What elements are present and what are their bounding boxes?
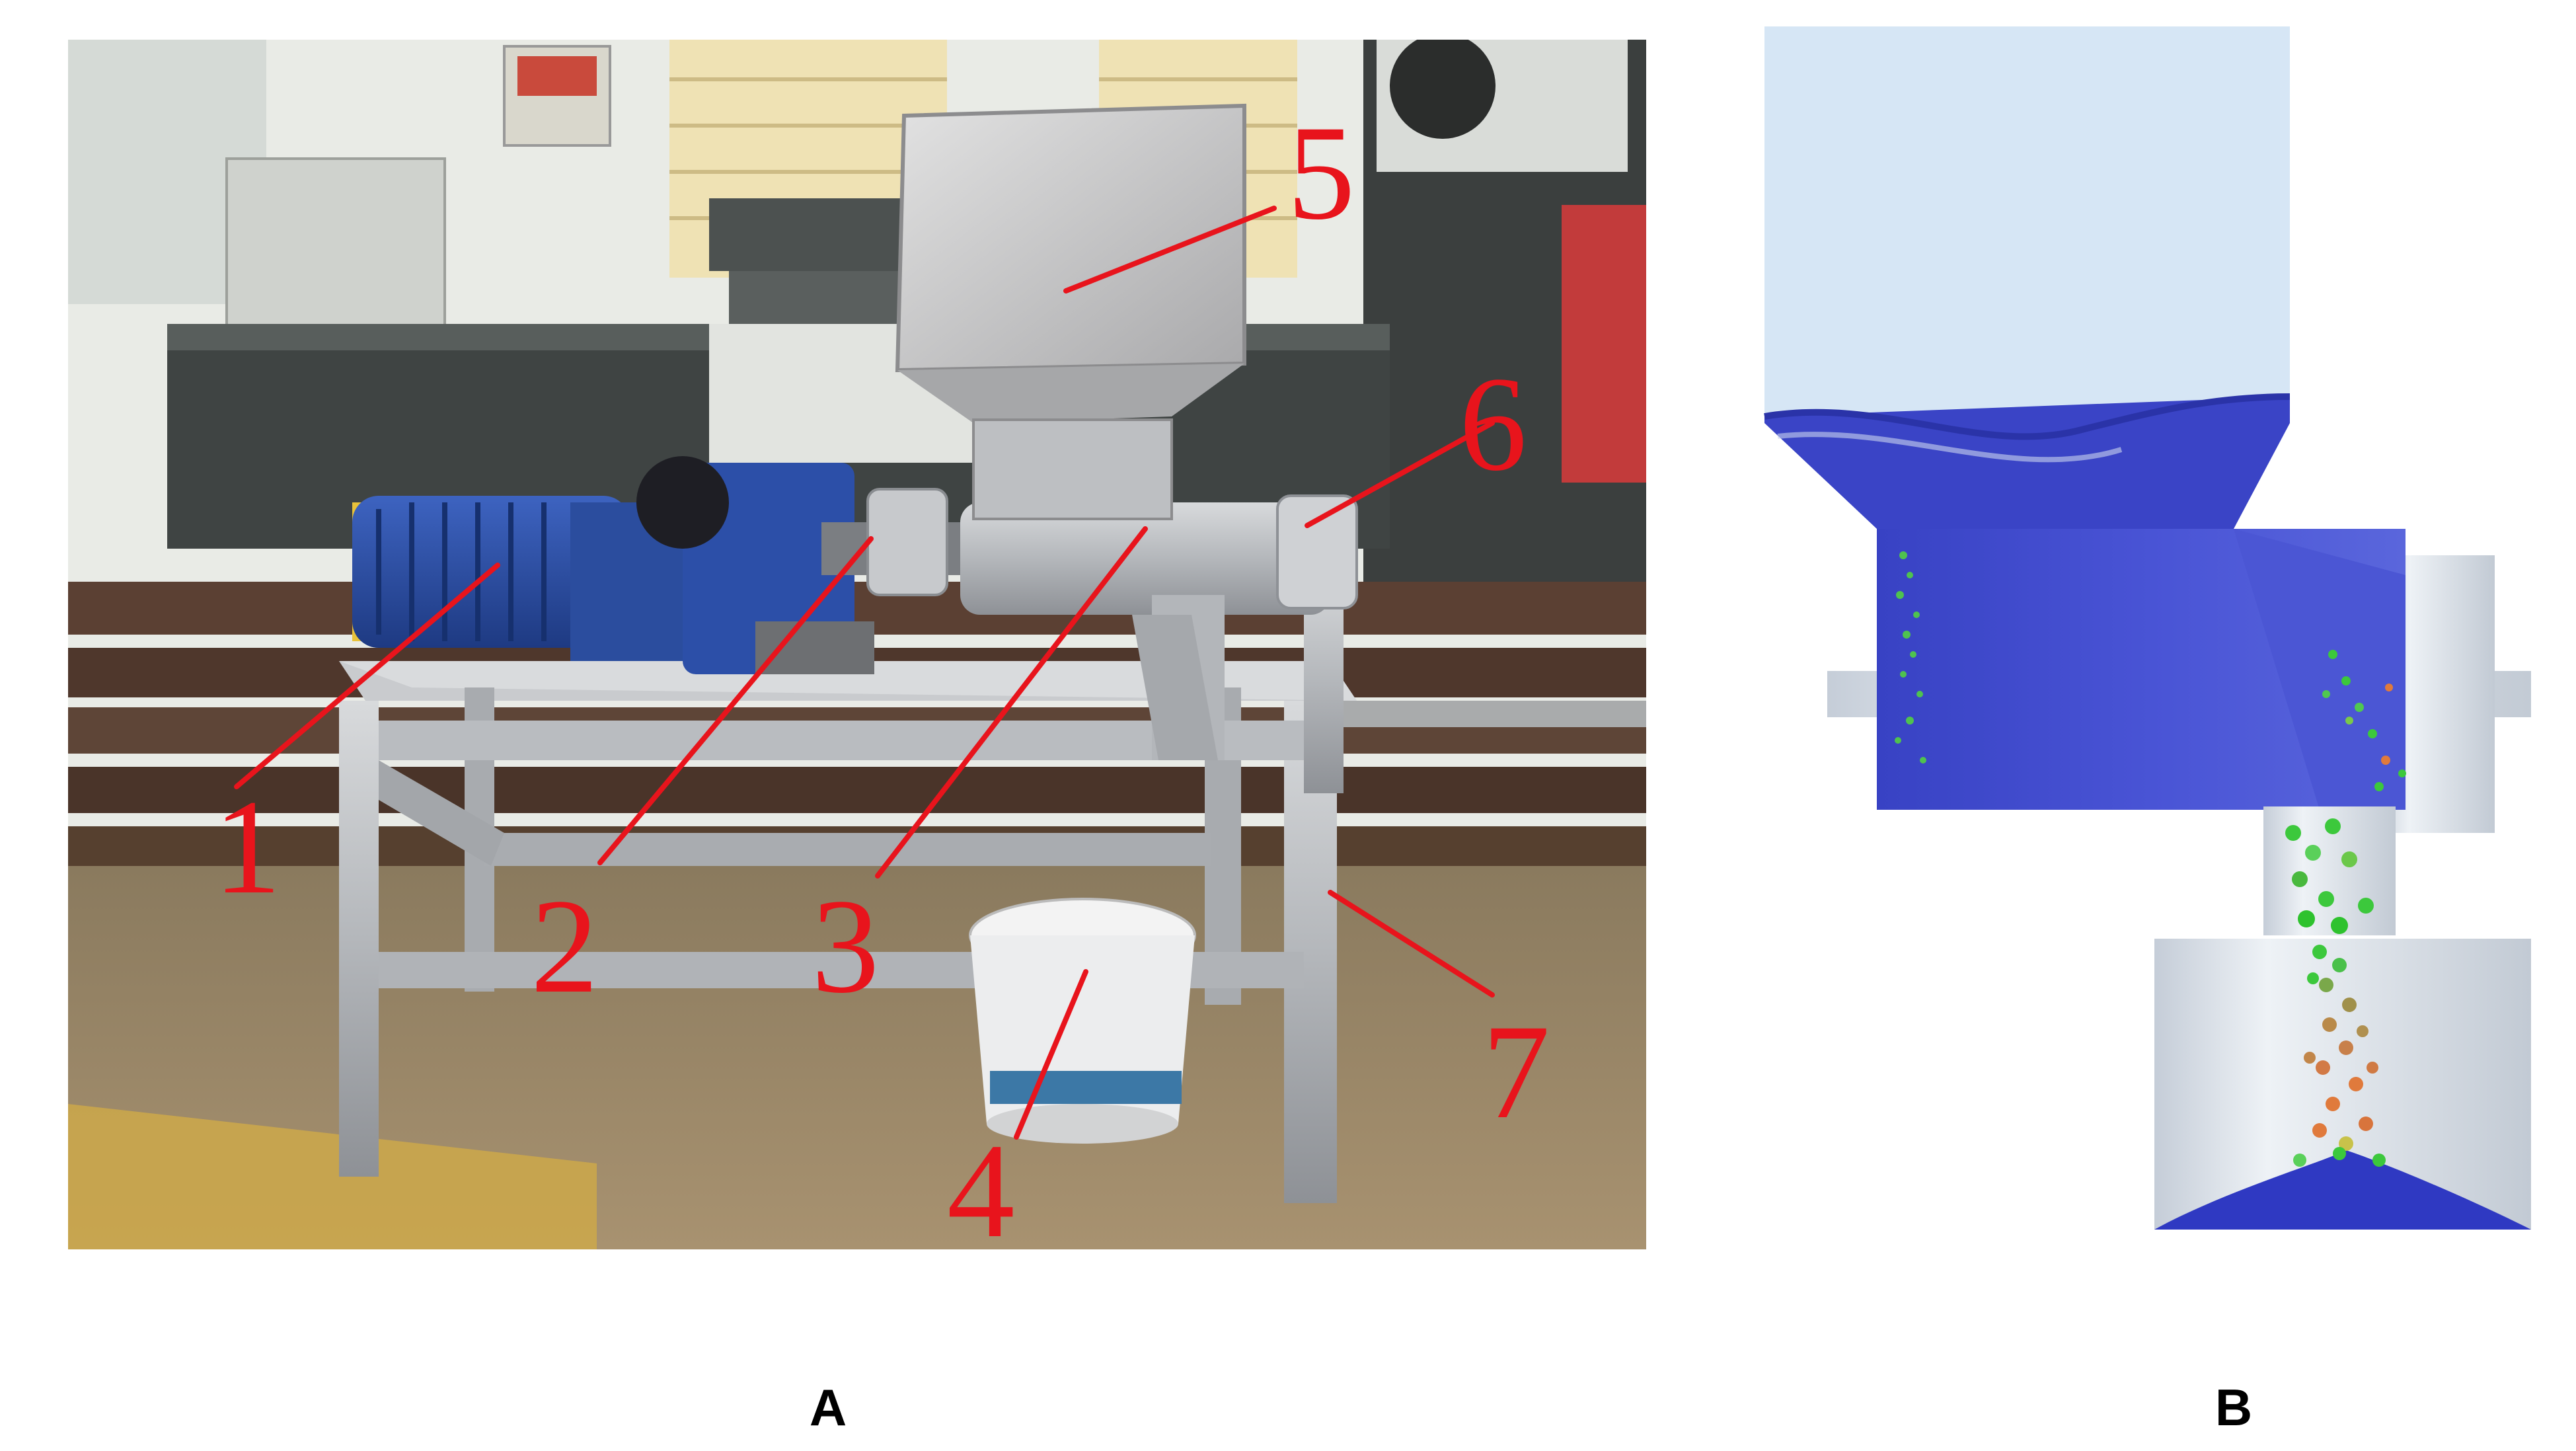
sim-barrel-outlet-particles [2322, 650, 2406, 791]
panel-a-photo: 1 2 3 4 5 6 7 [68, 40, 1646, 1249]
callout-2: 2 [531, 871, 599, 1021]
sim-falling-stream [2293, 945, 2386, 1167]
sim-hopper-particles [1764, 397, 2290, 529]
bearing-seat [1276, 494, 1358, 609]
panel-label-a: A [809, 1378, 847, 1436]
callout-4: 4 [947, 1116, 1015, 1249]
dem-simulation-render [1764, 26, 2531, 1230]
callout-1: 1 [213, 772, 282, 922]
bucket [969, 898, 1196, 1144]
sim-collected-pile [2154, 1150, 2531, 1230]
callout-7: 7 [1482, 997, 1550, 1147]
floor-yellow-line [68, 1104, 597, 1249]
electric-motor [352, 456, 874, 674]
sim-hopper [1764, 26, 2290, 416]
screw-barrel [960, 502, 1330, 760]
callout-5: 5 [1287, 98, 1355, 248]
callout-3: 3 [812, 871, 880, 1021]
callout-6: 6 [1459, 349, 1527, 499]
hopper [895, 103, 1246, 520]
sim-green-particles-left [1895, 551, 1926, 764]
steel-frame [339, 569, 1357, 1203]
machine-photo: 1 2 3 4 5 6 7 [68, 40, 1646, 1249]
callout-lines [234, 206, 1495, 1140]
panel-label-b: B [2215, 1378, 2253, 1436]
sim-discharge-particles [2285, 818, 2374, 934]
panel-b-simulation [1751, 26, 2531, 1243]
